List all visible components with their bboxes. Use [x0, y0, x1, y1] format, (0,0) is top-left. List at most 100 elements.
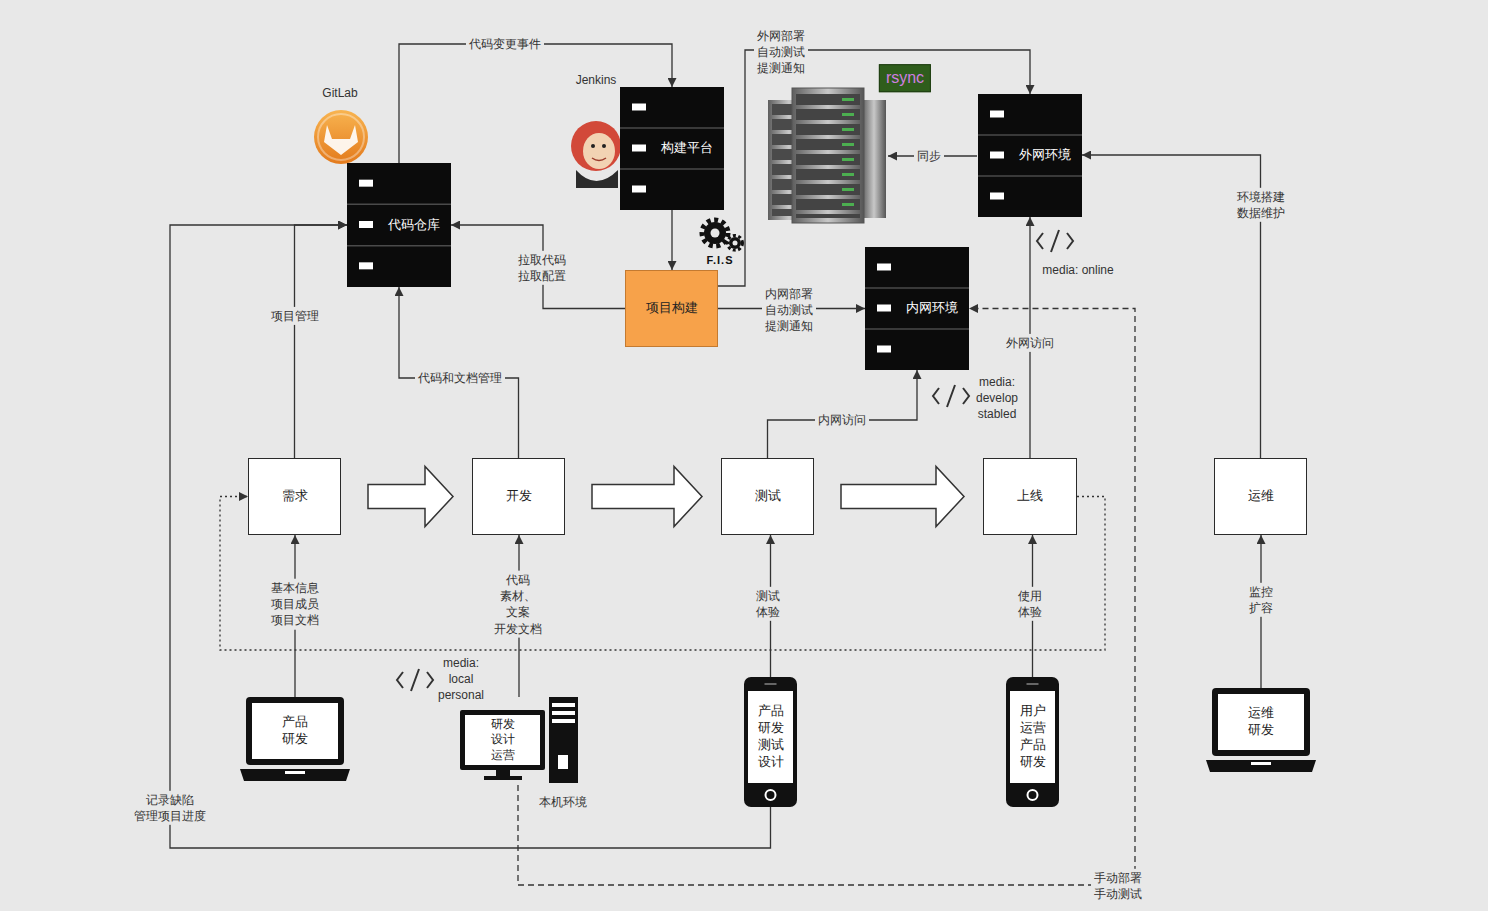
edge-label: 记录缺陷 管理项目进度	[131, 791, 209, 825]
phone-device: 产品 研发 测试 设计	[744, 677, 797, 807]
desktop-outline	[458, 697, 580, 785]
gitlab-logo	[314, 110, 368, 164]
tool-logo-text: rsync	[879, 64, 931, 92]
stage-box: 开发	[472, 458, 565, 535]
node-text: 产品 研发 测试 设计	[758, 703, 784, 771]
code-icon	[933, 385, 969, 407]
stage-box: 上线	[983, 458, 1077, 535]
screen-area: 产品 研发 测试 设计	[748, 691, 793, 783]
server-divider	[620, 168, 724, 170]
code-icon	[397, 669, 433, 691]
node-text: 代码仓库	[388, 217, 440, 234]
stage-box: 需求	[248, 458, 341, 535]
media-note: media: online	[1039, 261, 1116, 279]
edge-label: 监控 扩容	[1246, 583, 1276, 617]
arrow-label: 同步	[914, 147, 944, 165]
connector	[1029, 217, 1030, 458]
screen-area: 产品 研发	[252, 703, 338, 759]
media-note: media: local personal	[435, 654, 487, 705]
connector	[770, 535, 771, 677]
logo-caption: GitLab	[319, 84, 360, 102]
edge-label: 内网访问	[815, 411, 869, 429]
server-slot	[990, 111, 1004, 118]
rack	[862, 100, 886, 218]
logo-ring	[318, 114, 364, 160]
edge-label: 手动部署 手动测试	[1091, 869, 1145, 903]
phone-speaker	[1027, 683, 1039, 685]
flow-arrow	[368, 467, 453, 527]
logo-head	[571, 121, 621, 171]
phone-button	[766, 790, 776, 800]
phone-body	[1006, 677, 1059, 807]
server-slot	[990, 193, 1004, 200]
connector	[718, 308, 865, 309]
node-text: 产品 研发	[282, 714, 308, 748]
connector	[1032, 535, 1033, 677]
node-text: 用户 运营 产品 研发	[1020, 703, 1046, 771]
tool-name: F.I.S	[703, 252, 736, 269]
gear-teeth	[702, 220, 728, 246]
jenkins-logo	[571, 121, 621, 188]
node-text: 运维 研发	[1248, 705, 1274, 739]
node-text: 项目构建	[646, 300, 698, 317]
node-text: 需求	[282, 488, 308, 505]
dashed-connector	[518, 309, 1135, 886]
laptop-base	[240, 769, 350, 781]
stage-box: 运维	[1214, 458, 1307, 535]
phone-device: 用户 运营 产品 研发	[1006, 677, 1059, 807]
laptop-screen	[252, 703, 338, 759]
tower-button	[558, 755, 568, 769]
edge-label: 使用 体验	[1015, 587, 1045, 621]
node-text: 构建平台	[661, 140, 713, 157]
node-text: 研发 设计 运营	[491, 717, 515, 764]
gear-body	[729, 237, 741, 249]
edge-label: 环境搭建 数据维护	[1234, 188, 1288, 222]
server-slot	[877, 264, 891, 271]
sync-arrow	[888, 155, 977, 156]
tower-bay	[552, 703, 575, 707]
laptop-device: 产品 研发	[240, 697, 350, 782]
flow-arrow	[592, 467, 702, 527]
screen-area: 研发 设计 运营	[465, 715, 540, 765]
edge-label: 内网部署 自动测试 提测通知	[762, 285, 816, 336]
repo-server: 代码仓库	[347, 163, 451, 287]
edge-label: 外网部署 自动测试 提测通知	[754, 27, 808, 78]
gear-hole	[733, 241, 738, 246]
connector	[671, 210, 672, 270]
monitor-stand	[496, 770, 510, 776]
connector	[295, 225, 348, 458]
phone-screen	[1010, 691, 1055, 783]
logo-fox	[324, 125, 358, 155]
phone-speaker	[765, 683, 777, 685]
connector	[1260, 535, 1261, 688]
connector	[170, 225, 771, 848]
screen-area: 用户 运营 产品 研发	[1010, 691, 1055, 783]
logo-body	[576, 170, 618, 188]
server-cluster	[768, 88, 886, 223]
edge-label: 项目管理	[268, 307, 322, 325]
connector	[294, 535, 295, 697]
server-slot	[632, 186, 646, 193]
gear-teeth	[728, 236, 743, 251]
tower-bay	[552, 711, 575, 715]
server-divider	[620, 127, 724, 129]
server-slot	[990, 152, 1004, 159]
logo-mouth	[592, 158, 606, 161]
server-slot	[359, 180, 373, 187]
gear-icon	[702, 220, 743, 251]
node-text: 开发	[506, 488, 532, 505]
server-slot	[632, 104, 646, 111]
monitor-foot	[484, 776, 522, 780]
logo-eye	[602, 144, 606, 148]
edge-label: 基本信息 项目成员 项目文档	[268, 579, 322, 630]
rack	[792, 88, 864, 223]
laptop-base	[1206, 760, 1316, 772]
edge-label: 拉取代码 拉取配置	[515, 251, 569, 285]
device-caption: 本机环境	[536, 793, 590, 811]
edge-label: 外网访问	[1003, 334, 1057, 352]
laptop-device: 运维 研发	[1206, 688, 1316, 775]
node-text: 外网环境	[1019, 147, 1071, 164]
edge-label: 代码 素材、文案 开发文档	[491, 571, 545, 638]
flow-arrow	[841, 467, 964, 527]
